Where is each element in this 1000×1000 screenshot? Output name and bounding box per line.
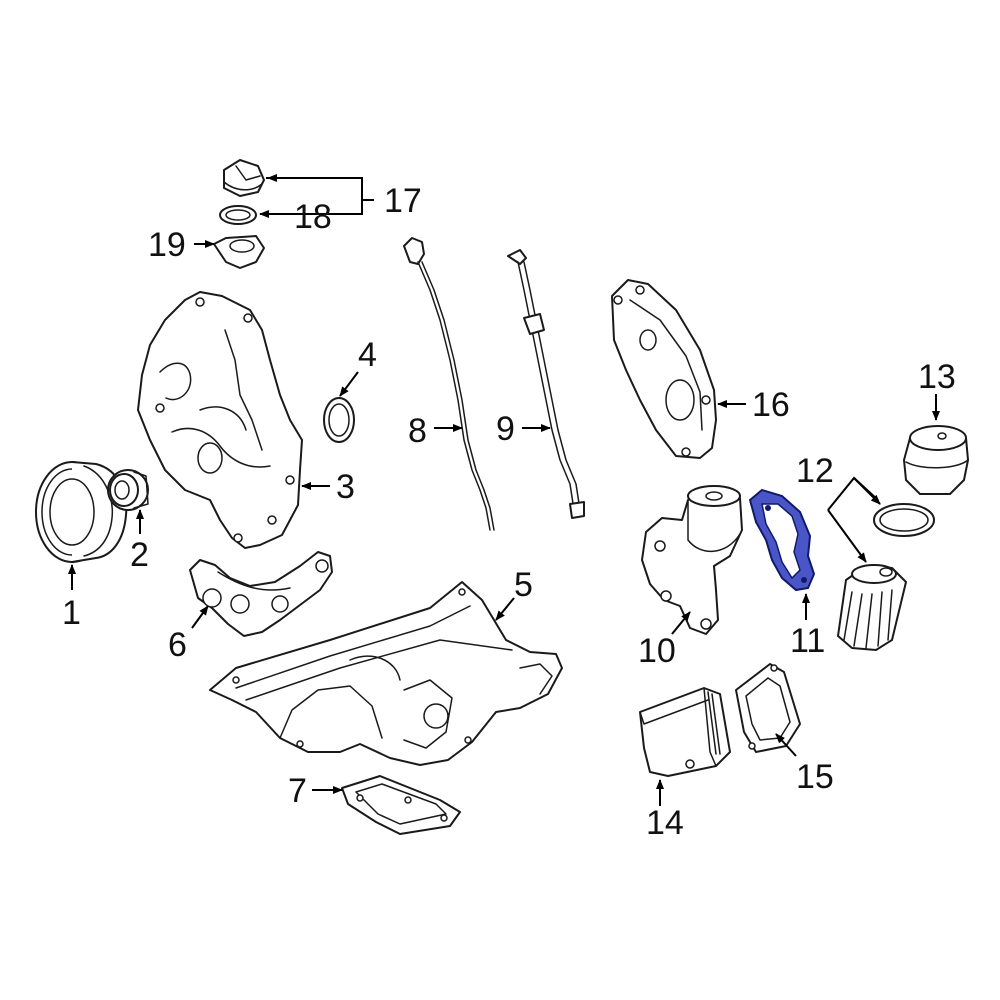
oil-cooler-gasket[interactable] (735, 663, 801, 753)
callout-14: 14 (646, 804, 684, 842)
callout-6: 6 (168, 626, 187, 664)
dipstick-tube[interactable] (507, 249, 585, 519)
engine-cover-plate[interactable] (611, 279, 717, 459)
oil-filter-housing[interactable] (641, 485, 743, 635)
callout-18: 18 (294, 198, 332, 236)
oil-filter-housing-gasket[interactable] (748, 488, 816, 592)
callout-1: 1 (62, 594, 81, 632)
timing-cover[interactable] (137, 291, 303, 549)
callout-9: 9 (496, 410, 515, 448)
front-seal-hub[interactable] (107, 469, 149, 511)
callout-15: 15 (796, 758, 834, 796)
callout-11: 11 (790, 622, 825, 660)
callout-7: 7 (288, 772, 307, 810)
callout-16: 16 (752, 386, 790, 424)
callout-4: 4 (358, 336, 377, 374)
baffle-plate[interactable] (341, 775, 461, 835)
oil-dipstick[interactable] (403, 237, 495, 531)
callout-12: 12 (796, 452, 834, 490)
callout-10: 10 (638, 632, 676, 670)
oil-filler-neck[interactable] (213, 235, 265, 269)
filler-cap-seal[interactable] (219, 205, 257, 225)
oil-filter-o-ring[interactable] (873, 503, 935, 537)
leader-lines (68, 174, 940, 806)
callout-17: 17 (384, 182, 422, 220)
oil-filler-cap[interactable] (223, 159, 265, 197)
oil-filter[interactable] (837, 564, 907, 651)
o-ring-seal[interactable] (323, 397, 355, 443)
callout-2: 2 (130, 536, 149, 574)
oil-pan[interactable] (209, 581, 563, 766)
oil-cooler[interactable] (639, 687, 731, 777)
oil-filter-cap[interactable] (903, 425, 969, 495)
callout-13: 13 (918, 358, 956, 396)
callout-8: 8 (408, 412, 427, 450)
engine-bracket[interactable] (189, 551, 333, 637)
callout-3: 3 (336, 468, 355, 506)
callout-19: 19 (148, 226, 186, 264)
callout-labels: 1 2 3 4 5 6 7 8 9 10 11 12 13 14 15 16 1… (62, 182, 956, 842)
callout-5: 5 (514, 566, 533, 604)
